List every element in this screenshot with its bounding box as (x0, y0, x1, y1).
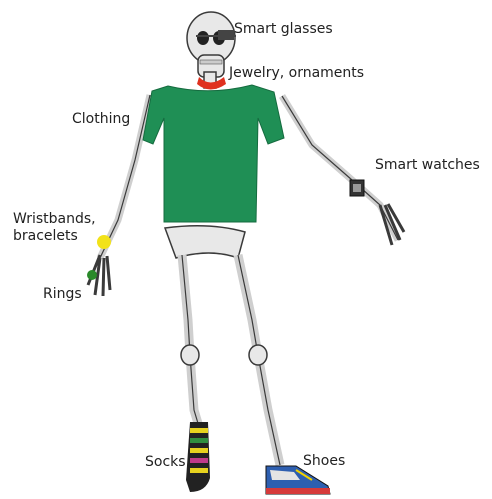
label-socks: Socks (145, 454, 186, 471)
label-wristbands-line1: Wristbands, (13, 211, 96, 228)
label-smart-watches: Smart watches (375, 157, 480, 174)
label-jewelry: Jewelry, ornaments (229, 65, 364, 82)
sock-icon (186, 422, 210, 492)
skull-eye-left (197, 31, 209, 45)
label-wristbands-line2: bracelets (13, 228, 78, 245)
ring-icon (87, 270, 97, 280)
left-knee (181, 345, 199, 365)
label-clothing: Clothing (72, 111, 130, 128)
wristband-icon (97, 235, 111, 249)
label-smart-glasses: Smart glasses (234, 21, 333, 38)
skull-teeth (200, 60, 222, 64)
label-rings: Rings (43, 286, 82, 303)
label-shoes: Shoes (303, 453, 345, 470)
shoe-icon (266, 466, 330, 494)
right-knee (249, 345, 267, 365)
tshirt-icon (143, 85, 284, 222)
pelvis (165, 226, 245, 258)
